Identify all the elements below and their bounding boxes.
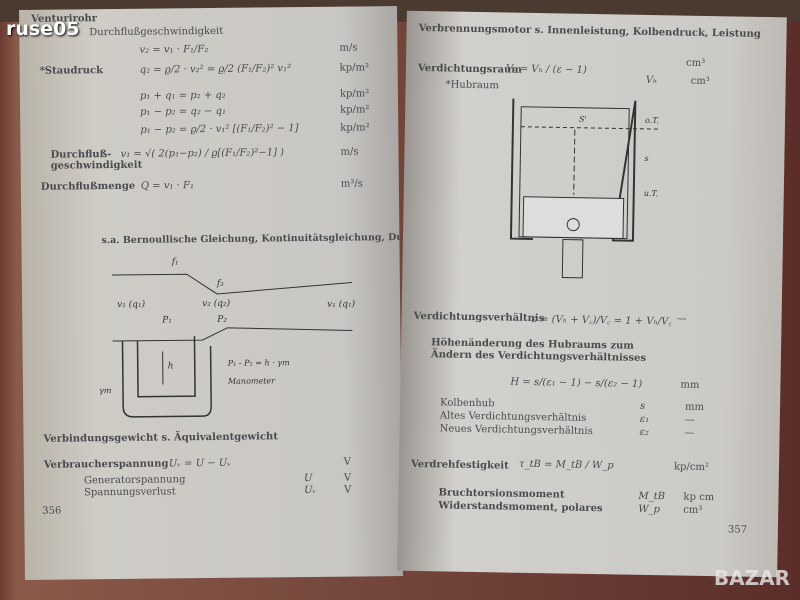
row-label — [40, 125, 115, 126]
unit: m/s — [340, 146, 359, 158]
unit: cm³ — [690, 75, 710, 88]
unit: kp/m² — [340, 104, 370, 116]
label-f2: f₂ — [216, 279, 224, 289]
entry-hubraum: *Hubraum — [445, 79, 499, 92]
page-number: 357 — [727, 524, 748, 536]
row-label — [40, 107, 115, 108]
page-number: 356 — [42, 505, 62, 517]
watermark: ruse05 — [6, 18, 80, 40]
label-f1: f₁ — [171, 257, 179, 267]
unit: — — [684, 427, 695, 439]
label-v2: v₂ (q₂) — [202, 298, 231, 309]
label-gm: γm — [99, 386, 112, 395]
formula: p₁ + q₁ = p₂ + q₂ — [139, 89, 226, 102]
label-v1: v₁ (q₁) — [117, 299, 146, 310]
symbol: s — [639, 400, 646, 412]
legend-label: Generatorspannung — [83, 474, 186, 487]
formula: Q = v₁ · F₁ — [140, 180, 195, 192]
watermark-logo: BAZAR — [713, 566, 790, 590]
label-s: s — [644, 154, 648, 163]
subheading: Durchflußgeschwindigkeit — [89, 25, 224, 39]
unit: kp/m² — [340, 122, 370, 134]
label-manometer: Manometer — [227, 376, 276, 386]
formula: Uᵥ = U − Uᵥ — [168, 457, 232, 470]
label-p1: P₁ — [161, 315, 172, 325]
unit: mm — [680, 379, 700, 391]
unit: mm — [684, 401, 705, 413]
legend-label: Altes Verdichtungsverhältnis — [439, 410, 587, 424]
row-label: Durchflußmenge — [40, 180, 136, 193]
unit: kp/m² — [339, 88, 370, 100]
unit: kp/cm² — [673, 461, 710, 474]
text: Ändern des Verdichtungsverhältnisses — [430, 349, 647, 364]
label-v3: v₁ (q₁) — [327, 298, 356, 309]
unit: — — [684, 414, 695, 426]
row-label: Durchfluß- geschwindigkeit — [50, 149, 143, 172]
unit: cm³ — [683, 504, 703, 516]
formula: v₂ = v₁ · F₁/F₂ — [139, 44, 209, 56]
entry-verdrehfestigkeit: Verdrehfestigkeit — [410, 458, 509, 472]
formula: ε = (Vₕ + V꜀)/V꜀ = 1 + Vₕ/V꜀ — [531, 313, 672, 328]
symbol: ε₁ — [639, 413, 650, 426]
label-h: h — [168, 361, 174, 371]
symbol: ε₂ — [639, 426, 650, 439]
entry-verbraucherspannung: Verbraucherspannung — [43, 458, 169, 471]
symbol: Vₕ — [645, 74, 658, 87]
formula: p₁ − p₂ = q₂ − q₁ — [140, 105, 227, 118]
symbol: W_p — [638, 503, 661, 516]
unit: m³/s — [340, 178, 363, 190]
unit: kp/m² — [339, 62, 370, 74]
venturi-diagram: f₁ f₂ v₁ (q₁) v₂ (q₂) v₁ (q₁) P₁ P₂ h P₁… — [99, 257, 356, 418]
unit: m/s — [339, 42, 358, 54]
symbol: Uᵥ — [304, 484, 317, 497]
entry-verdichtungsverhaeltnis: Verdichtungsverhältnis — [413, 310, 545, 325]
label-ut: u.T. — [644, 189, 659, 198]
unit: kp cm — [683, 491, 715, 504]
label-p2: P₂ — [216, 315, 227, 325]
heading: Verbrennungsmotor s. Innenleistung, Kolb… — [418, 22, 761, 40]
formula: τ_tB = M_tB / W_p — [518, 458, 614, 472]
legend-label: Spannungsverlust — [84, 486, 176, 499]
legend-label: Neues Verdichtungsverhältnis — [439, 423, 593, 438]
formula: p₁ − p₂ = ϱ/2 · v₁² [(F₁/F₂)² − 1] — [140, 123, 299, 136]
row-label — [40, 91, 115, 92]
unit: V — [344, 484, 352, 496]
cylinder-diagram: o.T. u.T. S' s — [509, 98, 660, 279]
label-ot: o.T. — [645, 116, 659, 125]
row-label: *Staudruck — [39, 65, 104, 77]
unit: V — [343, 456, 352, 468]
symbol: M_tB — [638, 490, 666, 503]
label-s1: S' — [579, 115, 587, 124]
symbol: U — [303, 472, 313, 485]
label-eq: P₁ - P₂ = h · γm — [227, 358, 290, 368]
formula: q₂ = ϱ/2 · v₂² = ϱ/2 (F₁/F₂)² v₁² — [139, 63, 292, 76]
formula: V꜀ = Vₕ / (ε − 1) — [505, 63, 587, 76]
legend-label: Kolbenhub — [439, 397, 495, 410]
unit: V — [343, 472, 352, 484]
left-page: Venturirohr Durchflußgeschwindigkeit v₂ … — [19, 6, 495, 580]
right-page: Verbrennungsmotor s. Innenleistung, Kolb… — [397, 10, 787, 578]
formula: H = s/(ε₁ − 1) − s/(ε₂ − 1) — [510, 376, 643, 390]
legend-label: Widerstandsmoment, polares — [438, 500, 603, 515]
unit: cm³ — [685, 57, 706, 69]
legend-label: Bruchtorsionsmoment — [438, 487, 565, 501]
unit: — — [676, 313, 687, 325]
formula: v₁ = √( 2(p₁−p₂) / ϱ[(F₁/F₂)²−1] ) — [120, 147, 285, 160]
